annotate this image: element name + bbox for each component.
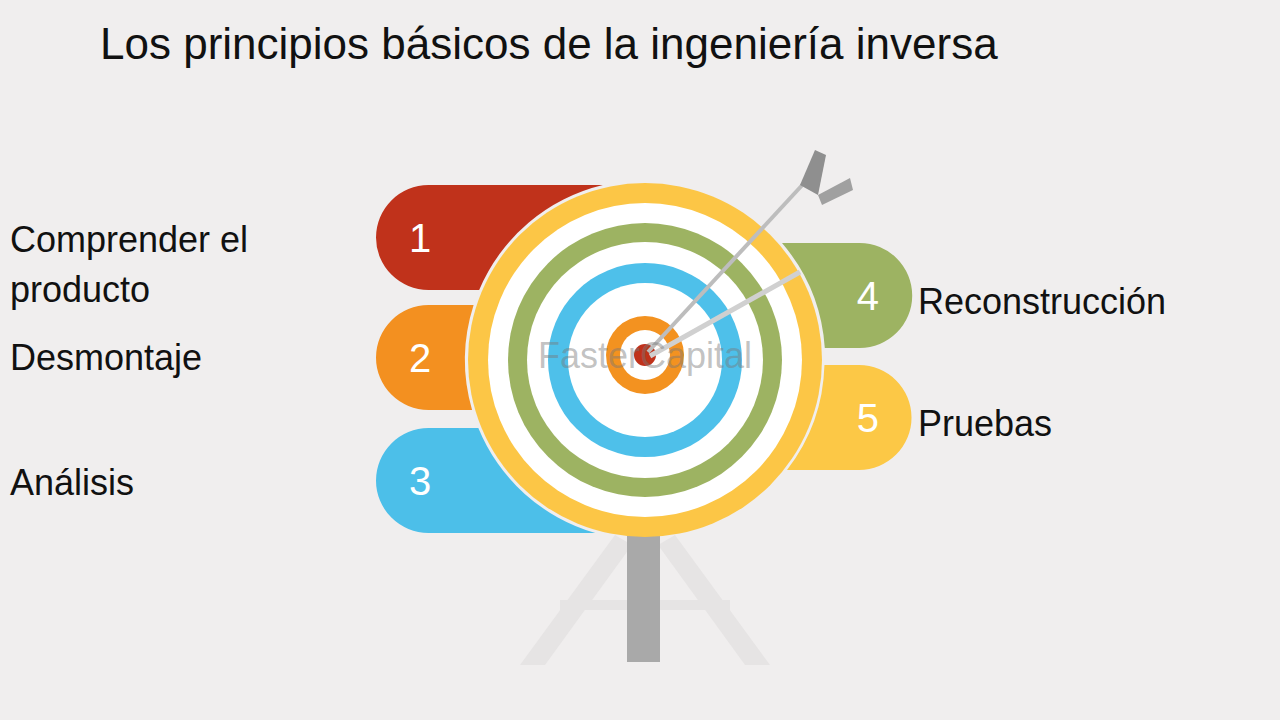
numbered-tab: 2Desmontaje: [376, 305, 474, 410]
step-number: 2: [409, 338, 431, 378]
numbered-tab: 4Reconstrucción: [782, 243, 912, 348]
arrow-fletching: [800, 150, 826, 195]
step-label: Comprender el producto: [10, 215, 300, 315]
tab-outline: [376, 428, 595, 533]
tab-outline: [782, 243, 912, 348]
target-rings: [468, 183, 822, 537]
step-number: 1: [409, 218, 431, 258]
numbered-tab: 1Comprender el producto: [376, 185, 603, 290]
ring: [527, 242, 763, 478]
ring: [508, 223, 782, 497]
arrow-shaft: [648, 168, 818, 352]
step-number: 3: [409, 461, 431, 501]
watermark: FasterCapital: [538, 338, 752, 374]
tab-shape: [787, 365, 912, 470]
arrow-fletching: [818, 178, 853, 205]
stand-post: [627, 530, 660, 662]
step-label: Reconstrucción: [918, 277, 1166, 327]
ring: [468, 183, 822, 537]
tab-shape: [782, 243, 912, 348]
tab-outline: [376, 185, 603, 290]
tab-outline: [376, 305, 474, 410]
step-label: Desmontaje: [10, 333, 300, 383]
numbered-tab: 3Análisis: [376, 428, 595, 533]
numbered-tab: 5Pruebas: [787, 365, 912, 470]
step-number: 4: [857, 276, 879, 316]
ring: [488, 203, 802, 517]
target-stand: [520, 530, 770, 665]
step-label: Pruebas: [918, 399, 1052, 449]
step-number: 5: [857, 398, 879, 438]
diagram-title: Los principios básicos de la ingeniería …: [100, 18, 998, 71]
step-label: Análisis: [10, 458, 300, 508]
tab-outline: [787, 365, 912, 470]
